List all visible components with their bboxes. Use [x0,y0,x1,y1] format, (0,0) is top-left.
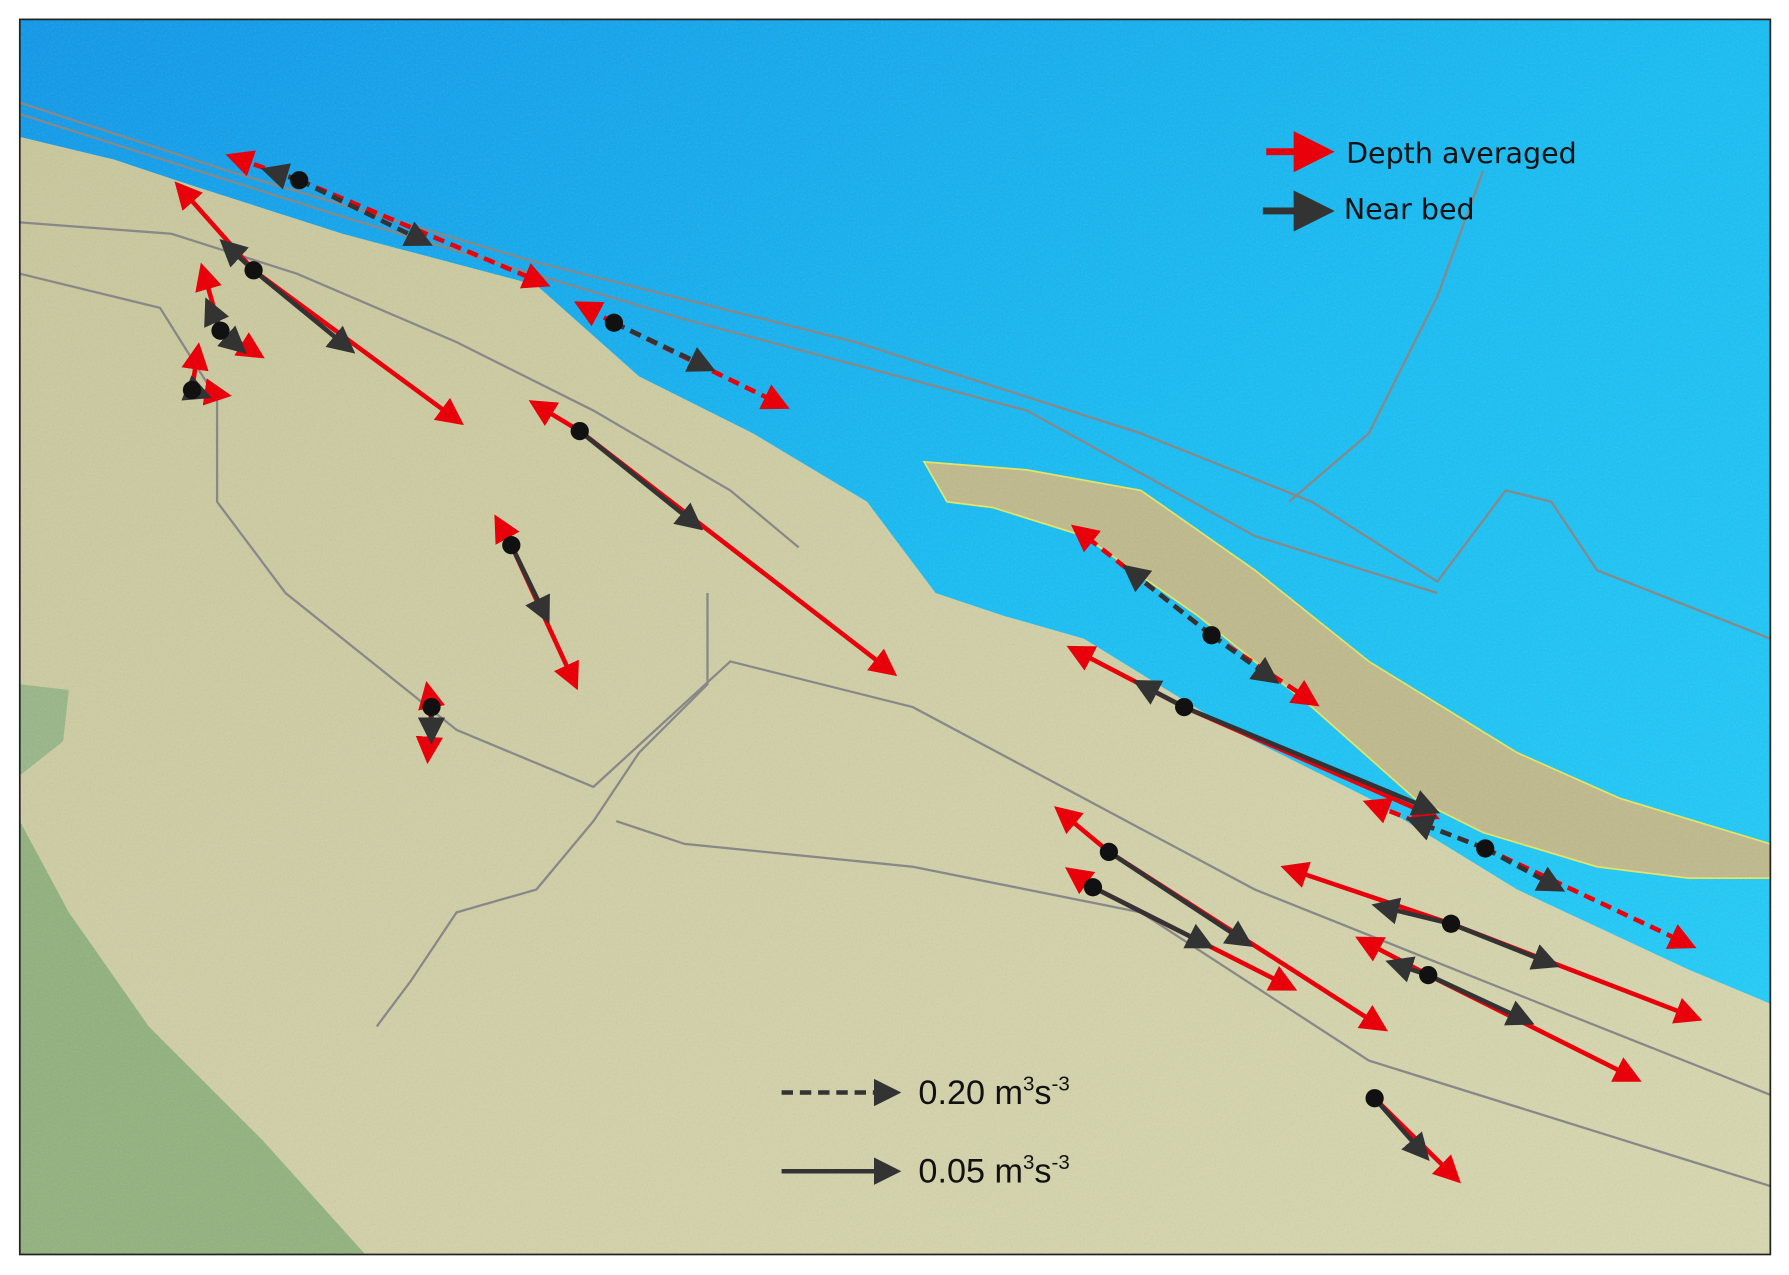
depth-averaged-arrow [1280,861,1452,926]
near-bed-arrow [578,429,704,531]
station-marker [1476,839,1495,858]
near-bed-arrow [1210,633,1280,684]
legend: Depth averaged Near bed [1262,131,1577,232]
hillshade-texture [19,19,1771,1255]
near-bed-arrow [1183,704,1441,816]
contour-line [615,820,1771,1188]
station-marker [604,313,624,332]
station-marker [422,697,441,717]
near-bed-arrow [298,178,433,247]
near-bed-arrow [509,544,550,625]
near-bed-arrow [252,268,356,354]
legend-near-bed-label: Near bed [1344,193,1475,226]
map-frame [18,18,1772,1256]
station-marker [1099,842,1119,862]
depth-averaged-arrow [1053,806,1111,854]
station-marker [182,380,202,400]
depth-averaged-arrow [225,150,300,183]
depth-contours [19,101,1771,1188]
scale-dashed-label: 0.20 m3s-3 [918,1072,1069,1112]
channel [375,593,709,1028]
station-marker [1441,914,1461,933]
near-bed-arrow [1406,814,1487,851]
scale-solid-label: 0.05 m3s-3 [918,1151,1069,1191]
station-marker [570,421,589,441]
station-marker [502,536,521,555]
station-marker [211,321,230,340]
station-marker [1365,1089,1384,1108]
near-bed-arrow [1107,849,1254,948]
contour-line [19,221,800,549]
contour-line [19,112,1438,595]
near-bed-arrow [1372,1096,1430,1161]
station-marker [1202,626,1221,645]
near-bed-arrow [1371,897,1452,926]
near-bed-arrow [1091,885,1214,949]
near-bed-arrow [1427,972,1535,1026]
near-bed-arrow [1450,921,1560,970]
contour-line [19,101,1771,640]
station-marker [1175,697,1194,717]
station-marker [1083,878,1103,897]
scale-legend: 0.20 m3s-3 0.05 m3s-3 [781,1072,1070,1191]
transport-vectors [174,150,1703,1184]
station-marker [1419,965,1438,985]
near-bed-arrow [1484,846,1566,892]
legend-depth-averaged-label: Depth averaged [1346,137,1577,170]
station-marker [244,261,263,280]
station-marker [290,171,309,190]
contour-line [1288,170,1485,503]
